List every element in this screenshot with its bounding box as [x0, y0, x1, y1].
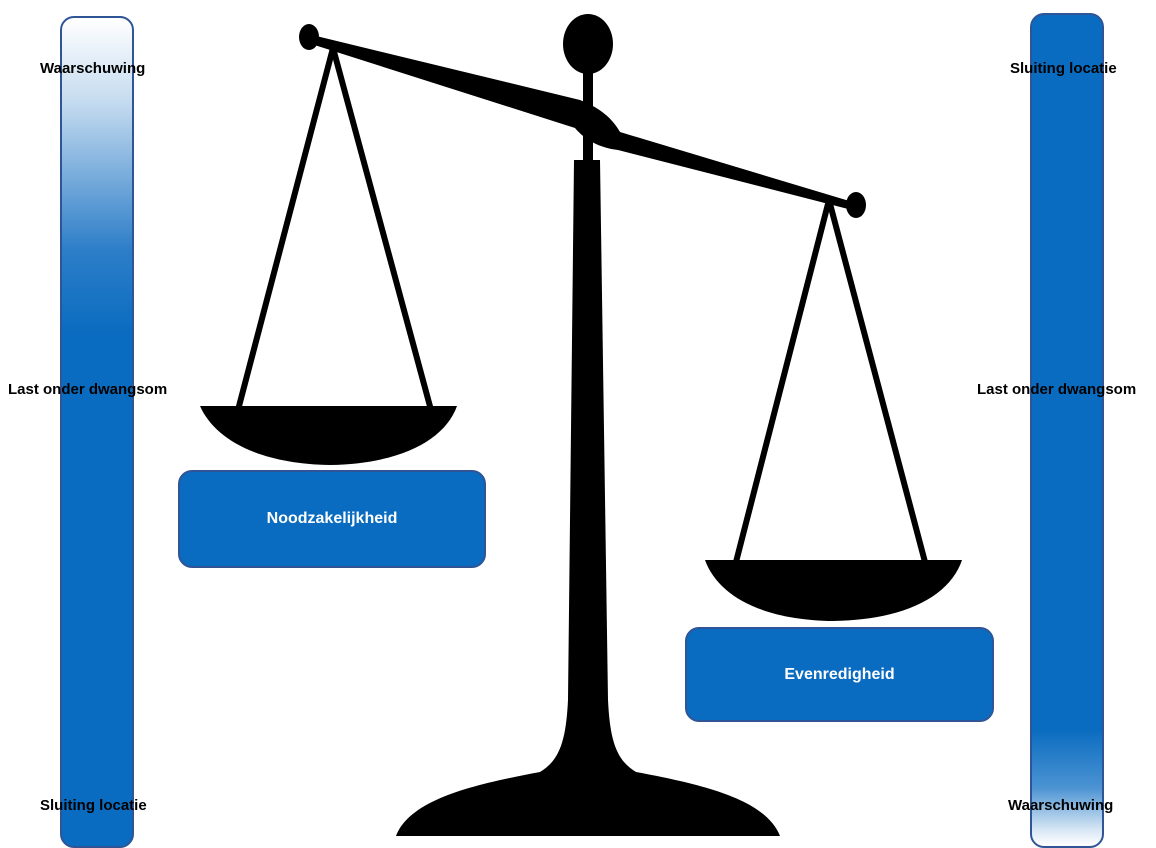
right-pan-string-a	[733, 199, 832, 563]
evenredigheid-box: Evenredigheid	[685, 627, 994, 722]
noodzakelijkheid-label: Noodzakelijkheid	[266, 510, 398, 527]
right-bar-top-label: Sluiting locatie	[1010, 60, 1117, 77]
scale-base	[396, 160, 780, 836]
left-bar-middle-label: Last onder dwangsom	[8, 381, 168, 398]
left-escalation-bar	[60, 16, 134, 848]
noodzakelijkheid-box: Noodzakelijkheid	[178, 470, 486, 568]
right-bar-middle-label: Last onder dwangsom	[977, 381, 1137, 398]
right-bar-bottom-label: Waarschuwing	[1008, 797, 1114, 814]
right-escalation-bar	[1030, 13, 1104, 848]
left-bar-bottom-label: Sluiting locatie	[40, 797, 147, 814]
scale-head	[563, 14, 613, 74]
beam-left-knob	[299, 24, 319, 50]
evenredigheid-label: Evenredigheid	[784, 665, 895, 683]
left-pan	[200, 406, 457, 465]
left-pan-string-a	[235, 47, 336, 411]
right-pan-string-b	[826, 199, 928, 563]
left-bar-top-label: Waarschuwing	[40, 60, 146, 77]
right-pan	[705, 560, 962, 621]
scale-beam	[305, 34, 856, 210]
beam-right-knob	[846, 192, 866, 218]
left-pan-string-b	[330, 47, 434, 411]
